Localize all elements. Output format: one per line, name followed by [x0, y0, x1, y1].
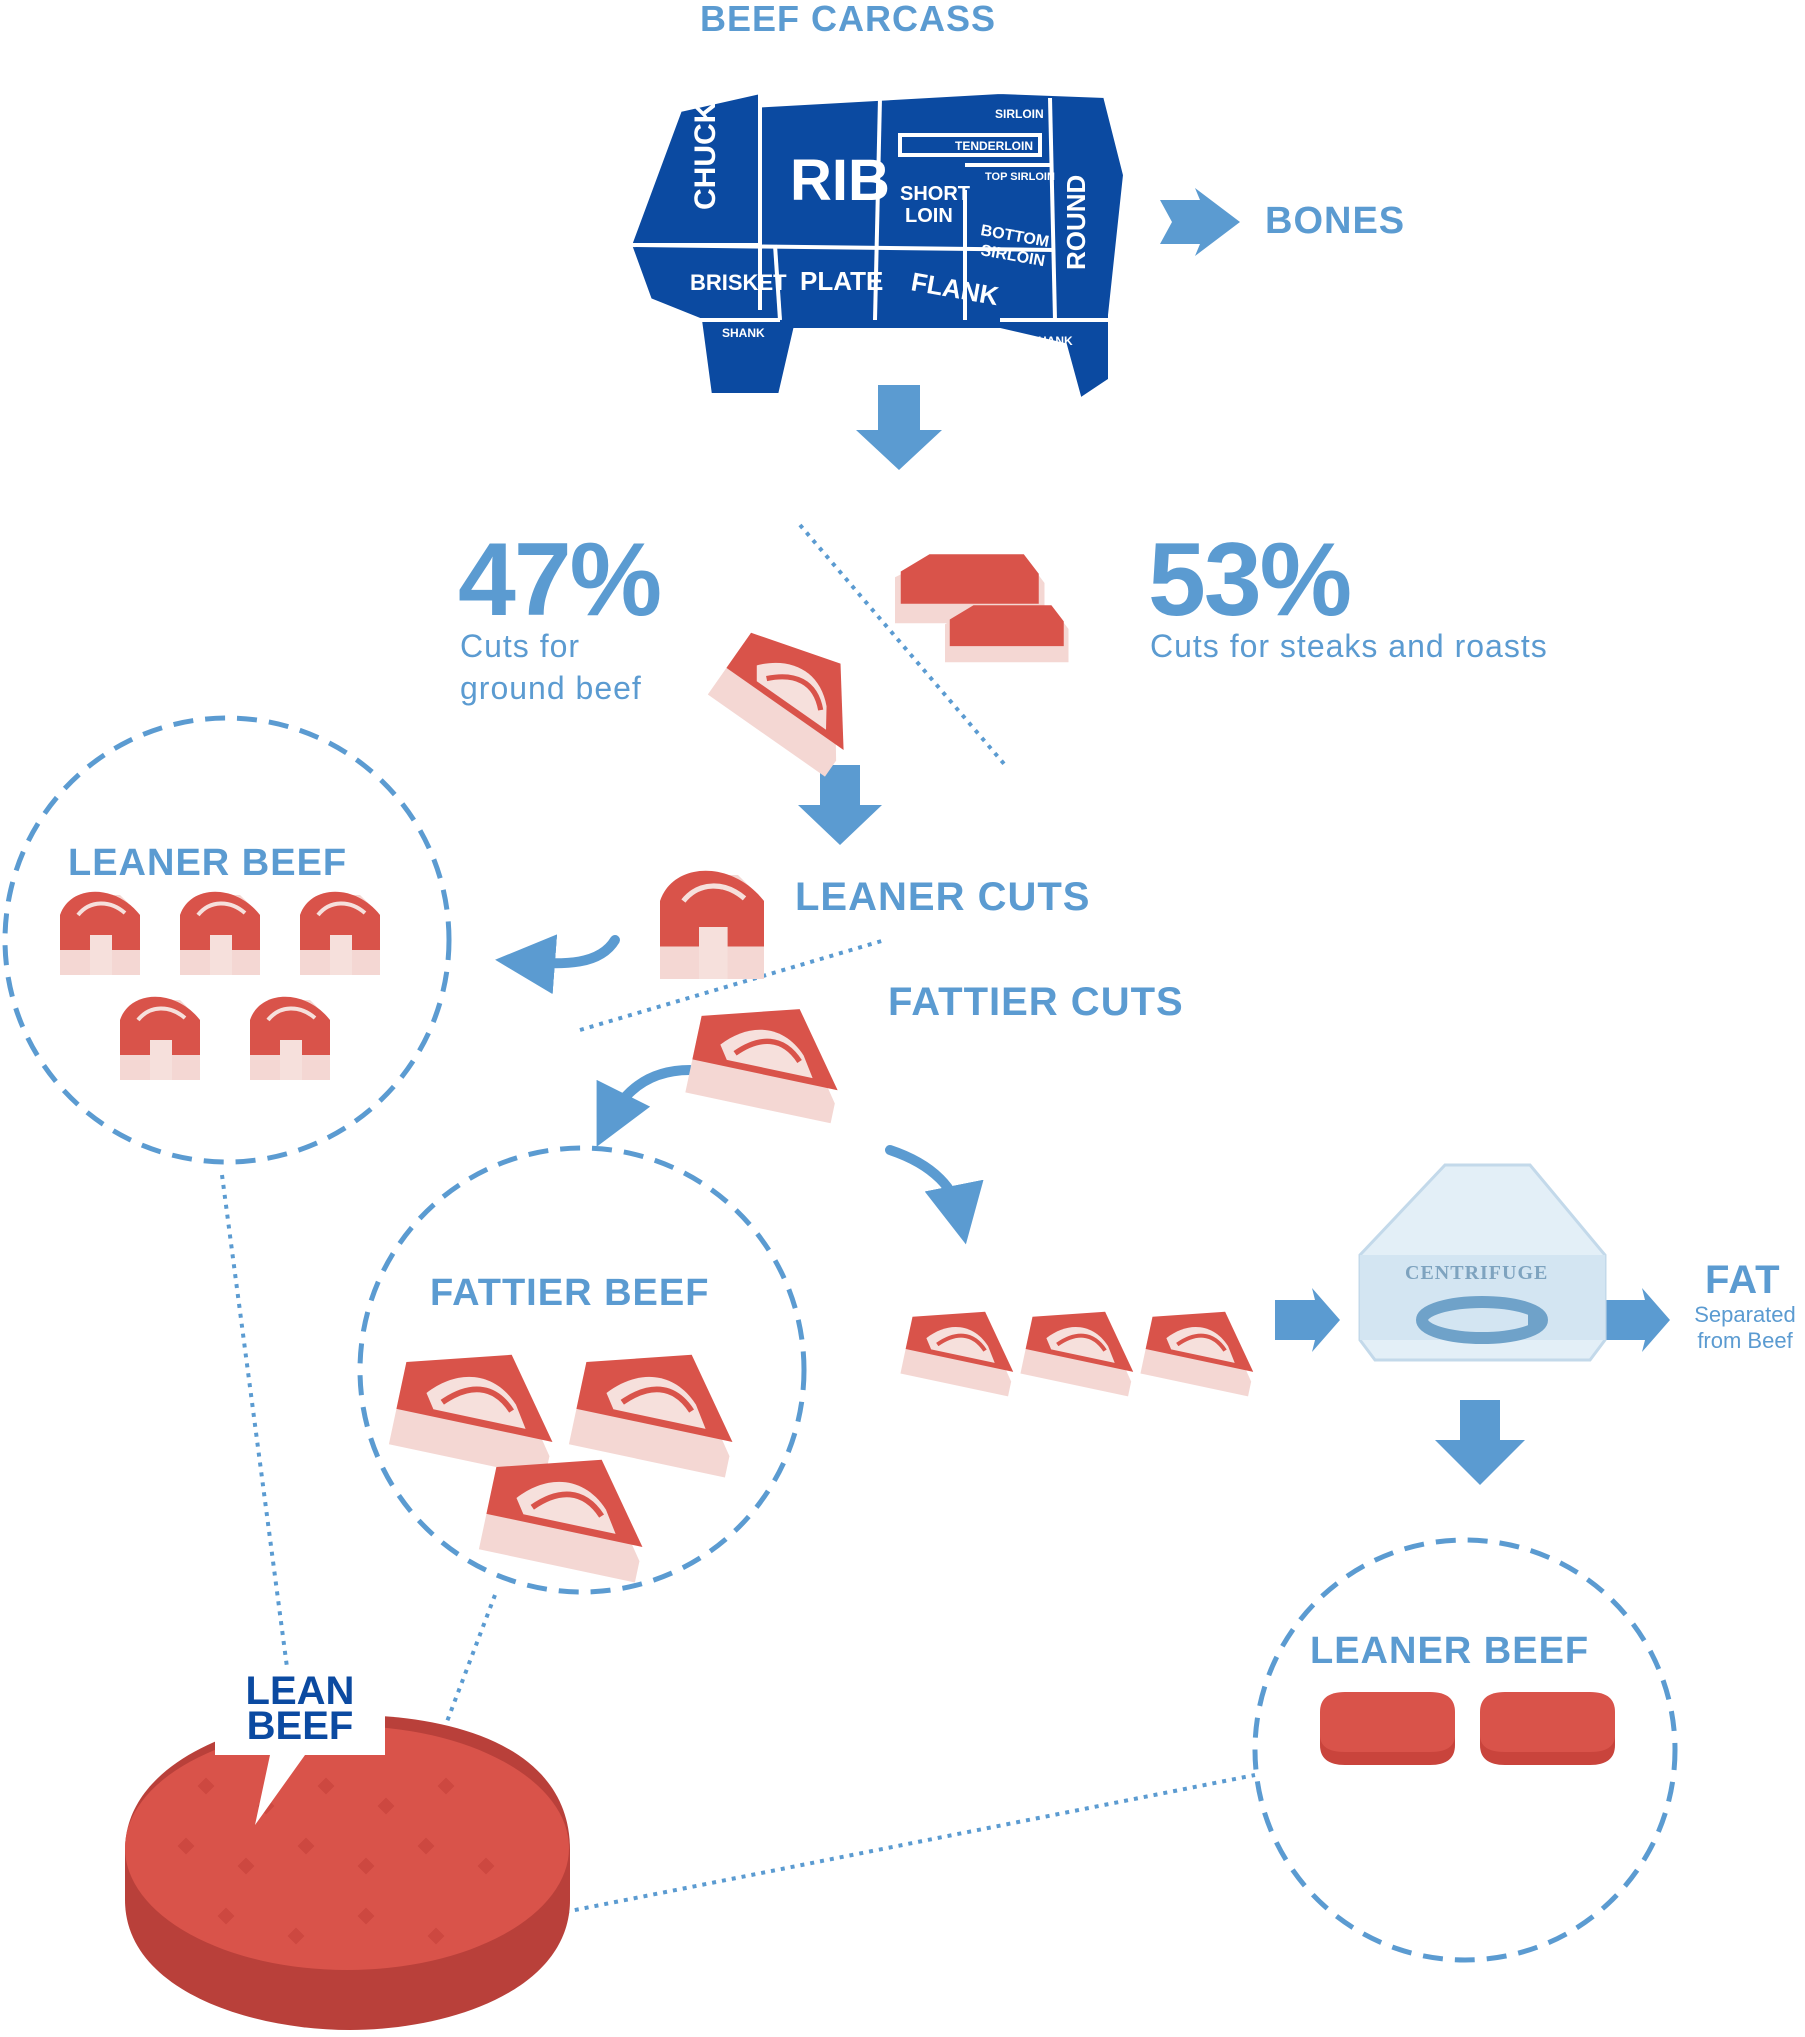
cut-tenderloin: TENDERLOIN — [955, 139, 1033, 153]
circle-leaner-beef-2 — [1252, 1537, 1678, 1963]
leaner-patties — [1320, 1692, 1615, 1765]
cut-rib: RIB — [790, 148, 890, 213]
cut-plate: PLATE — [800, 266, 883, 296]
split-meat — [708, 554, 1069, 776]
leaner-beef-1-label: LEANER BEEF — [68, 842, 348, 884]
arrow-to-fat — [1605, 1288, 1670, 1352]
arrow-to-centrifuge-chain — [885, 1145, 984, 1245]
cut-shank-front: SHANK — [722, 326, 765, 340]
right-percent: 53% — [1148, 522, 1352, 638]
arrow-to-bones — [1160, 188, 1240, 256]
flow-arrows — [798, 188, 1670, 1485]
fattier-cuts-label: FATTIER CUTS — [888, 980, 1184, 1024]
left-percent: 47% — [458, 522, 662, 638]
cut-top-sirloin: TOP SIRLOIN — [985, 171, 1055, 183]
carcass-map — [627, 89, 1128, 404]
lean-beef-patty — [125, 1715, 570, 2030]
fat-label: FAT — [1705, 1258, 1781, 1302]
cut-short-loin: SHORT — [900, 183, 970, 205]
curved-arrows — [495, 934, 984, 1245]
cut-sirloin: SIRLOIN — [995, 107, 1044, 121]
fat-sub-line1: Separated — [1694, 1302, 1796, 1327]
carcass-cut-labels: CHUCK RIB SIRLOIN TENDERLOIN TOP SIRLOIN… — [689, 101, 1091, 348]
leaner-cubes-1 — [58, 889, 382, 1082]
cut-chuck: CHUCK — [689, 101, 722, 210]
circle-fattier-beef — [357, 1145, 807, 1595]
cut-round: ROUND — [1061, 175, 1091, 270]
dotted-connectors — [220, 523, 1256, 1914]
wedge-chain — [898, 1295, 1267, 1399]
leaner-beef-2-label: LEANER BEEF — [1310, 1630, 1590, 1672]
cut-short-loin-2: LOIN — [905, 205, 953, 227]
cut-shank-rear: SHANK — [1030, 334, 1073, 348]
arrow-to-centrifuge — [1275, 1288, 1340, 1352]
fat-sub-line2: from Beef — [1697, 1328, 1793, 1353]
centrifuge-label: CENTRIFUGE — [1405, 1262, 1549, 1284]
left-text-line1: Cuts for — [460, 628, 581, 664]
circle-leaner-beef-1 — [2, 715, 452, 1165]
cut-brisket: BRISKET — [690, 270, 787, 295]
arrow-to-fattier-circle — [596, 1065, 695, 1147]
arrow-down-1 — [856, 385, 942, 470]
left-text-line2: ground beef — [460, 670, 642, 706]
leaner-cuts-label: LEANER CUTS — [795, 875, 1091, 919]
lean-beef-line2: BEEF — [246, 1704, 354, 1748]
centrifuge-illustration — [1358, 1163, 1607, 1362]
right-text: Cuts for steaks and roasts — [1150, 628, 1548, 664]
arrow-down-2 — [798, 765, 882, 845]
fattier-beef-label: FATTIER BEEF — [430, 1272, 710, 1314]
arrow-down-3 — [1435, 1400, 1525, 1485]
bones-label: BONES — [1265, 200, 1406, 242]
carcass-title: BEEF CARCASS — [700, 0, 997, 39]
arrow-to-leaner-circle — [495, 934, 620, 995]
dashed-circles — [2, 715, 1678, 1963]
lean-beef-bubble — [215, 1670, 385, 1825]
lean-beef-line1: LEAN — [245, 1669, 355, 1713]
